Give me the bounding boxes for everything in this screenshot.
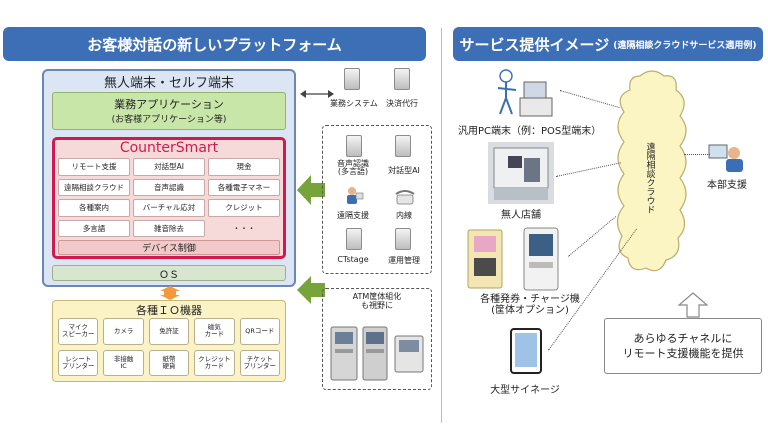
io-device-cell: カメラ: [103, 318, 144, 345]
payment-agency-icon: [394, 68, 410, 90]
business-app-subtitle: (お客様アプリケーション等): [111, 115, 227, 125]
feature-cell: 多言語: [58, 219, 130, 237]
io-title: 各種ＩＯ機器: [136, 304, 202, 317]
signage-image: [510, 328, 542, 374]
business-system-icon: [344, 68, 360, 90]
ticket-charge-machine-image: [466, 226, 566, 292]
business-app-title: 業務アプリケーション: [114, 98, 224, 111]
business-system-label: 業務システム: [330, 99, 378, 108]
io-device-cell: チケット プリンター: [239, 349, 280, 376]
feature-cell: 各種電子マネー: [208, 178, 280, 196]
pos-terminal-icon: [488, 68, 554, 118]
feature-cell: クレジット: [208, 199, 280, 217]
io-device-cell: QRコード: [239, 318, 280, 345]
atm-box: [322, 288, 432, 390]
feature-cell: 雑音除去: [133, 219, 205, 237]
green-arrow-bottom: [297, 276, 325, 304]
atm-note: ATM筐体組化 も視野に: [352, 292, 402, 311]
left-title-banner: お客様対話の新しいプラットフォーム: [3, 27, 426, 61]
ctstage-icon: [346, 228, 362, 250]
business-app-box: 業務アプリケーション (お客様アプリケーション等): [52, 92, 286, 130]
system-link-arrow: [300, 84, 334, 98]
atm-machine-icon-3: [394, 335, 424, 373]
signage-label: 大型サイネージ: [490, 385, 560, 396]
feature-cell: バーチャル応対: [133, 199, 205, 217]
callout-box: あらゆるチャネルに リモート支援機能を提供: [604, 318, 762, 374]
hq-label: 本部支援: [707, 180, 747, 191]
feature-cell: 対話型AI: [133, 158, 205, 176]
feature-cell: 遠隔相談クラウド: [58, 178, 130, 196]
io-device-cell: 磁気 カード: [194, 318, 235, 345]
feature-cell: ・・・: [232, 223, 256, 233]
countersmart-title: CounterSmart: [119, 140, 219, 156]
divider-line: [441, 28, 442, 423]
os-io-arrow: [145, 285, 195, 300]
right-title: サービス提供イメージ: [459, 35, 610, 54]
device-control-label: デバイス制御: [142, 244, 196, 254]
extension-label: 内線: [396, 211, 412, 220]
payment-agency-label: 決済代行: [386, 99, 418, 108]
terminal-title: 無人端末・セルフ端末: [103, 76, 234, 91]
right-title-note: (遠隔相談クラウドサービス適用例): [613, 40, 757, 51]
cloud-label: 遠隔相談クラウド: [640, 118, 660, 238]
cloud-label-text: 遠隔相談クラウド: [644, 142, 655, 214]
atm-machine-icon-1: [330, 323, 358, 381]
unmanned-store-image: [488, 142, 554, 204]
io-device-cell: クレジット カード: [194, 349, 235, 376]
remote-support-label: 遠隔支援: [337, 211, 369, 220]
countersmart-box: [52, 137, 286, 259]
green-arrow-top: [297, 175, 325, 205]
io-device-cell: 非接触 IC: [103, 349, 144, 376]
cloud-shape: [610, 68, 694, 278]
device-control-box: デバイス制御: [58, 240, 280, 255]
feature-cell: 音声認識: [133, 178, 205, 196]
io-device-cell: 免許証: [148, 318, 190, 345]
unmanned-store-label: 無人店舗: [501, 210, 541, 221]
extension-phone-icon: [395, 188, 415, 205]
feature-cell: 現金: [208, 158, 280, 176]
speech-recognition-label: 音声認識 (多言語): [337, 159, 369, 177]
callout-arrow: [677, 292, 709, 318]
link-cloud-hq: [684, 154, 710, 155]
io-device-cell: マイク スピーカー: [58, 318, 99, 345]
io-device-cell: 紙幣 硬貨: [148, 349, 190, 376]
remote-support-icon: [344, 185, 364, 205]
dialogue-ai-icon: [395, 135, 411, 157]
link-kiosk-cloud: [568, 216, 617, 257]
feature-cell: リモート支援: [58, 158, 130, 176]
kiosk-label: 各種発券・チャージ機 (筐体オプション): [480, 294, 580, 316]
io-device-cell: レシート プリンター: [58, 349, 99, 376]
hq-support-icon: [707, 143, 745, 173]
ctstage-label: CTstage: [337, 255, 369, 264]
speech-recognition-icon: [346, 135, 362, 157]
atm-machine-icon-2: [362, 323, 388, 381]
os-box: ＯＳ: [52, 265, 286, 281]
left-title: お客様対話の新しいプラットフォーム: [87, 35, 342, 54]
pos-label: 汎用PC端末（例：POS型端末）: [458, 126, 602, 137]
dialogue-ai-label: 対話型AI: [388, 166, 420, 175]
operation-mgmt-label: 運用管理: [388, 256, 420, 265]
callout-text: あらゆるチャネルに リモート支援機能を提供: [622, 331, 744, 360]
feature-cell: 各種案内: [58, 199, 130, 217]
right-title-banner: サービス提供イメージ (遠隔相談クラウドサービス適用例): [453, 27, 763, 61]
operation-mgmt-icon: [395, 228, 411, 250]
os-label: ＯＳ: [159, 269, 179, 281]
services-box: [322, 125, 432, 274]
